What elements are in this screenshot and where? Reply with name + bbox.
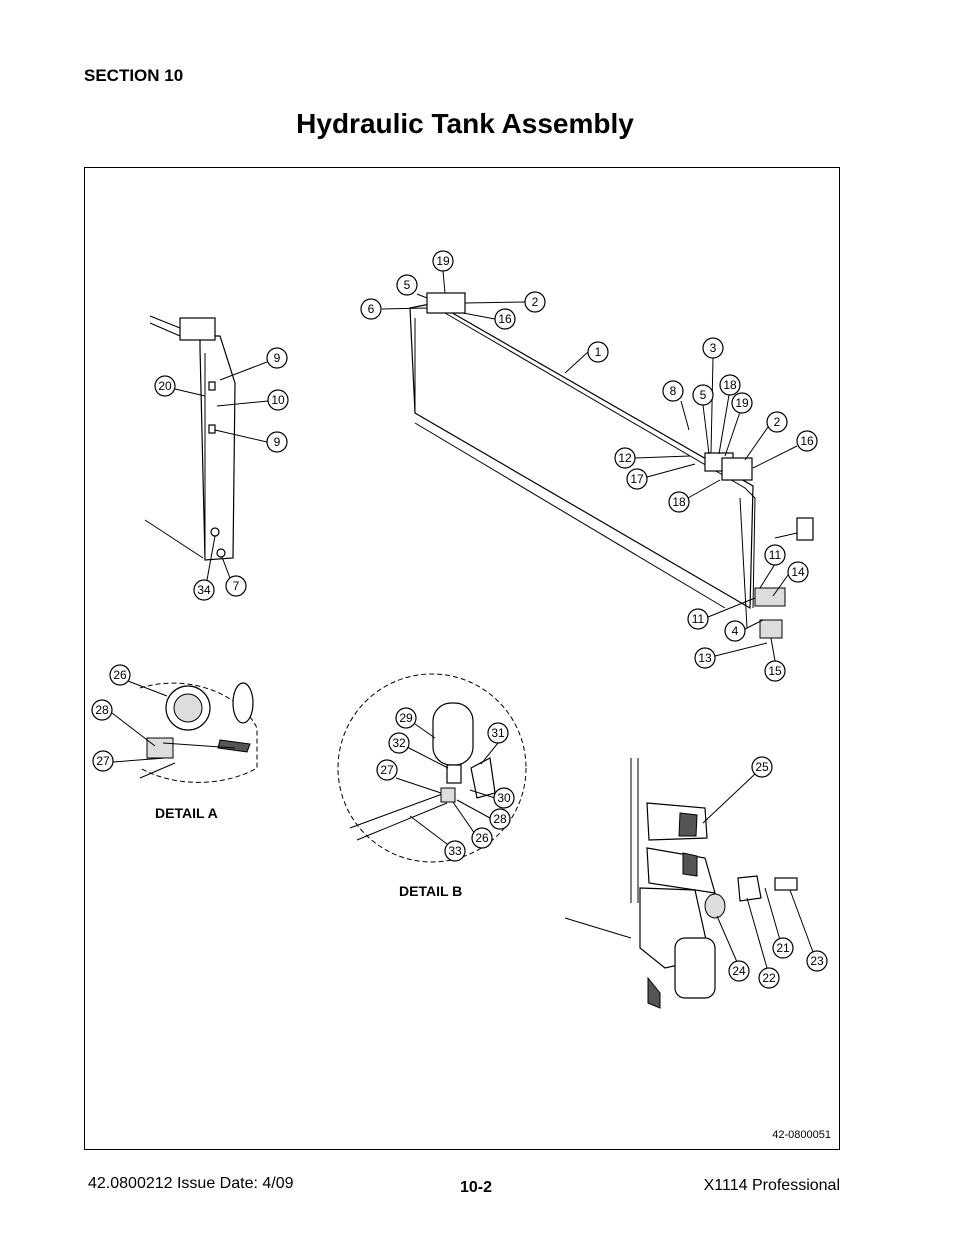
detail-a-label: DETAIL A	[155, 805, 218, 821]
callout-14: 14	[791, 565, 805, 579]
callout-22: 22	[762, 971, 776, 985]
callout-5-right: 5	[700, 388, 707, 402]
callout-20: 20	[158, 379, 172, 393]
callout-4: 4	[732, 624, 739, 638]
callout-32: 32	[392, 736, 406, 750]
callout-2-top: 2	[532, 295, 539, 309]
callout-26-detail-a: 26	[113, 668, 127, 682]
detail-b-drawing: DETAIL B	[337, 673, 527, 899]
callout-33: 33	[448, 844, 462, 858]
callout-34: 34	[197, 583, 211, 597]
figure-number: 42-0800051	[772, 1129, 831, 1141]
callout-3: 3	[710, 341, 717, 355]
page-title: Hydraulic Tank Assembly	[296, 108, 634, 139]
callout-9-bottom: 9	[274, 435, 281, 449]
callout-2-right: 2	[774, 415, 781, 429]
callout-11-top: 11	[769, 548, 782, 562]
callout-6: 6	[368, 302, 375, 316]
parts-diagram: DETAIL A DETAIL B	[91, 250, 828, 1009]
callout-30: 30	[497, 791, 511, 805]
callout-18-top: 18	[723, 378, 737, 392]
callout-21: 21	[776, 941, 790, 955]
footer-product: X1114 Professional	[703, 1177, 840, 1194]
callout-15: 15	[768, 664, 782, 678]
callout-16-right: 16	[800, 434, 814, 448]
fittings-drawing	[564, 758, 798, 1009]
footer-doc-issue: 42.0800212 Issue Date: 4/09	[88, 1175, 294, 1192]
callout-31: 31	[491, 726, 505, 740]
callout-9-top: 9	[274, 351, 281, 365]
callout-10: 10	[271, 393, 285, 407]
parts-diagram-frame: DETAIL A DETAIL B	[84, 167, 840, 1150]
callout-13: 13	[698, 651, 712, 665]
callout-27-detail-a: 27	[96, 754, 110, 768]
section-heading: SECTION 10	[84, 66, 184, 85]
callout-group: 19 5 6 2 16 1 3 8 5 18 19 2 16 12 17 18 …	[91, 250, 828, 989]
detail-b-label: DETAIL B	[399, 883, 462, 899]
callout-12: 12	[618, 451, 632, 465]
callout-23: 23	[810, 954, 824, 968]
callout-25: 25	[755, 760, 769, 774]
main-tank-drawing	[409, 292, 814, 639]
callout-26-detail-b: 26	[475, 831, 489, 845]
callout-24: 24	[732, 964, 746, 978]
callout-11-bottom: 11	[692, 612, 705, 626]
footer-page-number: 10-2	[460, 1179, 493, 1196]
callout-5-top: 5	[404, 278, 411, 292]
callout-18-bottom: 18	[672, 495, 686, 509]
callout-29: 29	[399, 711, 413, 725]
callout-28-detail-a: 28	[95, 703, 109, 717]
callout-28-detail-b: 28	[493, 812, 507, 826]
callout-7: 7	[233, 579, 240, 593]
detail-a-drawing: DETAIL A	[139, 682, 258, 821]
side-view-drawing	[144, 315, 236, 561]
callout-27-detail-b: 27	[380, 763, 394, 777]
callout-17: 17	[630, 472, 644, 486]
callout-16-top: 16	[498, 312, 512, 326]
callout-19-top: 19	[436, 254, 450, 268]
callout-8: 8	[670, 384, 677, 398]
callout-1: 1	[595, 345, 602, 359]
callout-19-right: 19	[735, 396, 749, 410]
